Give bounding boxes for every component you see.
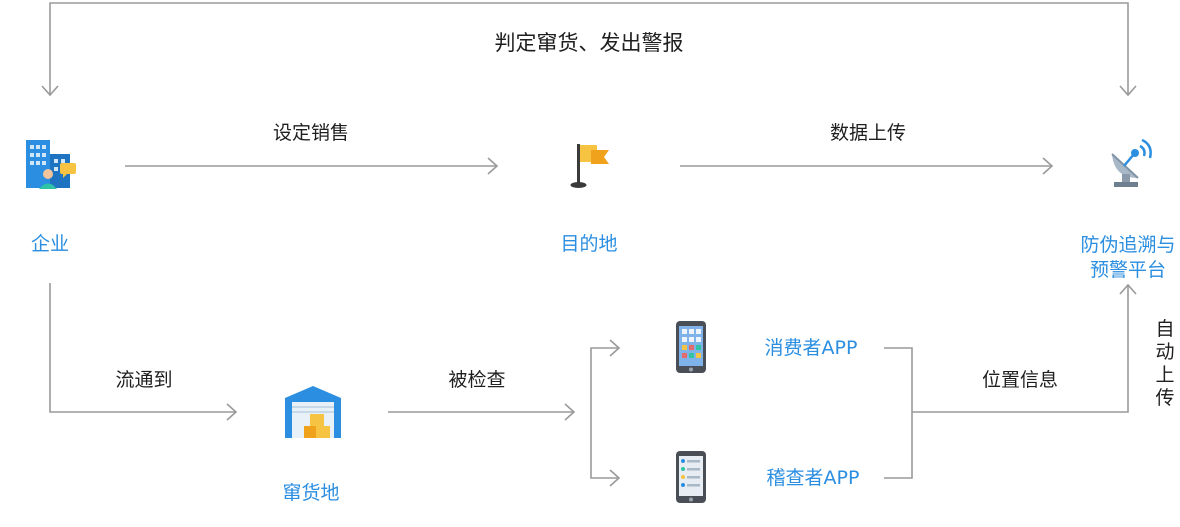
arrowhead-platform-bottom — [1119, 283, 1137, 295]
arrowhead-platform-top — [1119, 85, 1137, 97]
enterprise-building-icon — [26, 140, 76, 189]
arrowhead-platform — [1042, 157, 1054, 175]
arrowhead-destination — [487, 157, 499, 175]
enterprise-label: 企业 — [30, 233, 70, 255]
merge-bracket — [884, 347, 913, 479]
arrowhead-consumer — [609, 339, 621, 357]
platform-label-line1: 防伪追溯与 — [1080, 234, 1176, 256]
consumer-app-label: 消费者APP — [764, 337, 858, 359]
platform-label-line2: 预警平台 — [1089, 259, 1167, 281]
arrowhead-enterprise — [41, 85, 59, 97]
auto-upload-char: 自 — [1155, 318, 1175, 340]
arrowhead-bracket — [564, 403, 576, 421]
flow-to-line — [49, 283, 236, 413]
flag-icon — [570, 144, 609, 188]
destination-label: 目的地 — [560, 233, 618, 255]
set-sales-label: 设定销售 — [272, 122, 350, 144]
auto-upload-char: 传 — [1155, 387, 1175, 409]
inspector-phone-icon — [676, 451, 706, 503]
auto-upload-char: 上 — [1155, 364, 1175, 386]
alert-loop-line — [49, 2, 1129, 95]
consumer-phone-icon — [676, 321, 706, 373]
alert-label: 判定窜货、发出警报 — [494, 31, 684, 55]
upload-data-label: 数据上传 — [829, 122, 907, 144]
inspector-app-label: 稽查者APP — [766, 467, 860, 489]
warehouse-icon — [285, 386, 341, 438]
auto-upload-label: 自 动 上 传 — [1154, 318, 1176, 410]
location-line — [912, 285, 1129, 413]
arrowhead-inspector — [609, 469, 621, 487]
split-bracket — [590, 347, 619, 479]
arrowhead-diversion — [226, 403, 238, 421]
auto-upload-char: 动 — [1155, 341, 1175, 363]
flow-to-label: 流通到 — [115, 369, 173, 391]
diversion-label: 窜货地 — [282, 482, 340, 504]
satellite-dish-icon — [1111, 138, 1152, 187]
inspected-label: 被检查 — [448, 369, 506, 391]
location-info-label: 位置信息 — [981, 369, 1059, 391]
